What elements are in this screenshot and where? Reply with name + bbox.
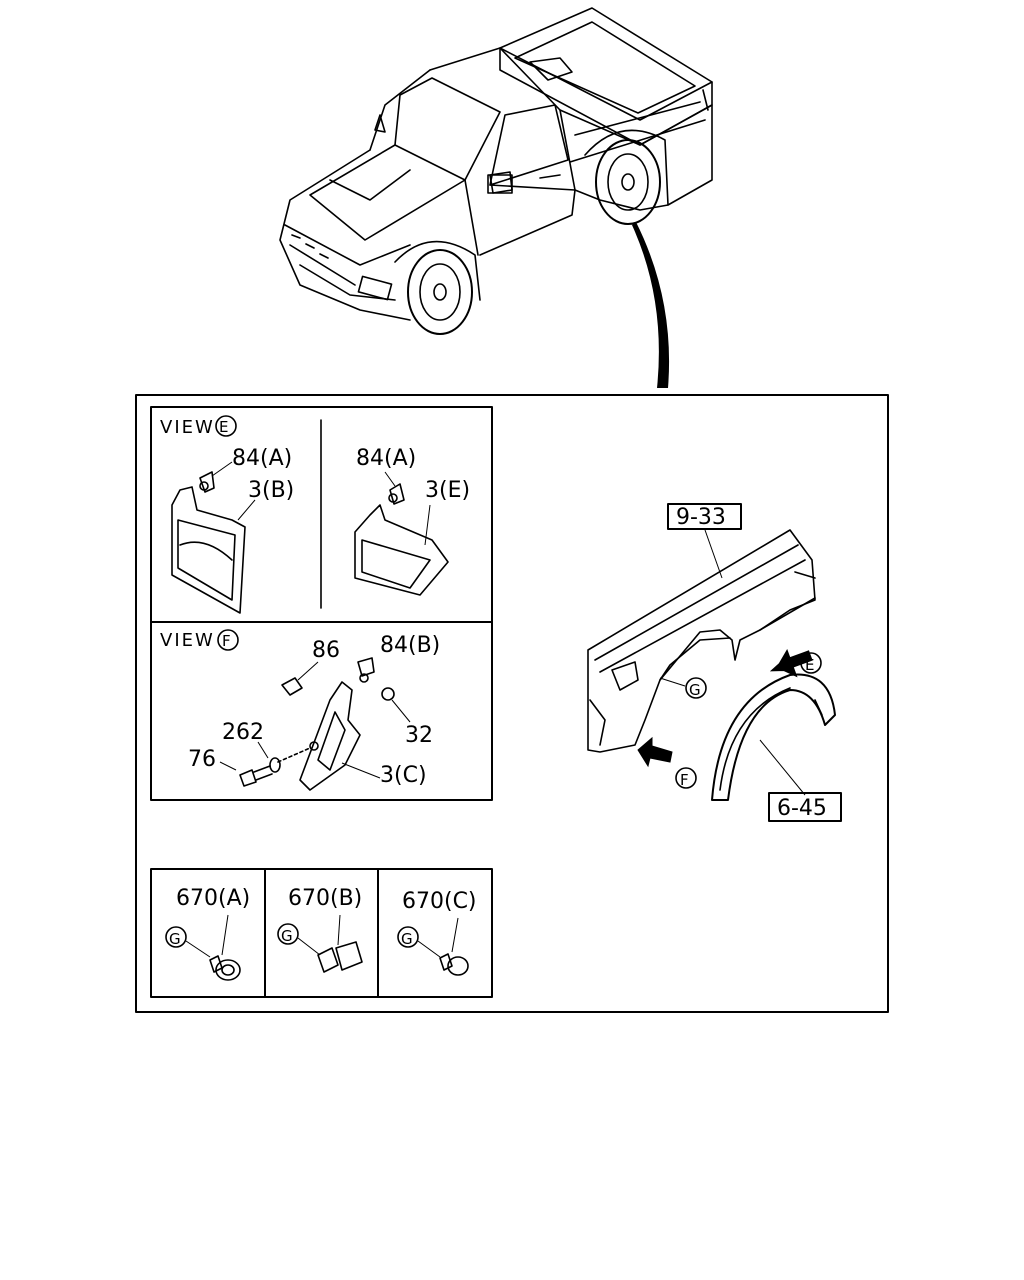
detail-frame [135,394,889,1013]
fender-assembly: 9-33 G 6-45 E F [587,503,842,822]
view-e-title: VIEW [160,417,215,438]
marker-g-panel: G [689,681,701,699]
marker-g-670a: G [169,930,181,948]
marker-g-670b: G [281,927,293,945]
view-f-letter: F [222,632,231,650]
marker-f: F [680,771,689,789]
label-84a-right: 84(A) [356,446,416,471]
label-86: 86 [312,638,340,663]
label-84b: 84(B) [380,633,440,658]
view-f-panel: VIEW F 86 84(B) 3(C) 32 262 76 [150,621,493,801]
label-3b: 3(B) [248,478,294,503]
leader-pointer [632,222,670,388]
label-3e: 3(E) [425,478,470,503]
label-9-33: 9-33 [676,505,726,530]
marker-e: E [805,656,814,674]
label-670a: 670(A) [176,886,250,911]
view-e-letter: E [219,418,228,436]
view-e-panel: VIEW E 84(A) 3(B) 84(A) 3(E) [150,406,493,623]
label-670b: 670(B) [288,886,362,911]
pickup-truck-illustration [279,7,713,335]
label-262: 262 [222,720,264,745]
marker-g-670c: G [401,930,413,948]
label-32: 32 [405,723,433,748]
label-3c: 3(C) [380,763,427,788]
fastener-panel: 670(A) G 670(B) G 670(C) G [150,868,493,998]
label-76: 76 [188,747,216,772]
label-670c: 670(C) [402,889,477,914]
view-f-title: VIEW [160,630,215,651]
label-84a-left: 84(A) [232,446,292,471]
label-6-45: 6-45 [777,796,827,821]
